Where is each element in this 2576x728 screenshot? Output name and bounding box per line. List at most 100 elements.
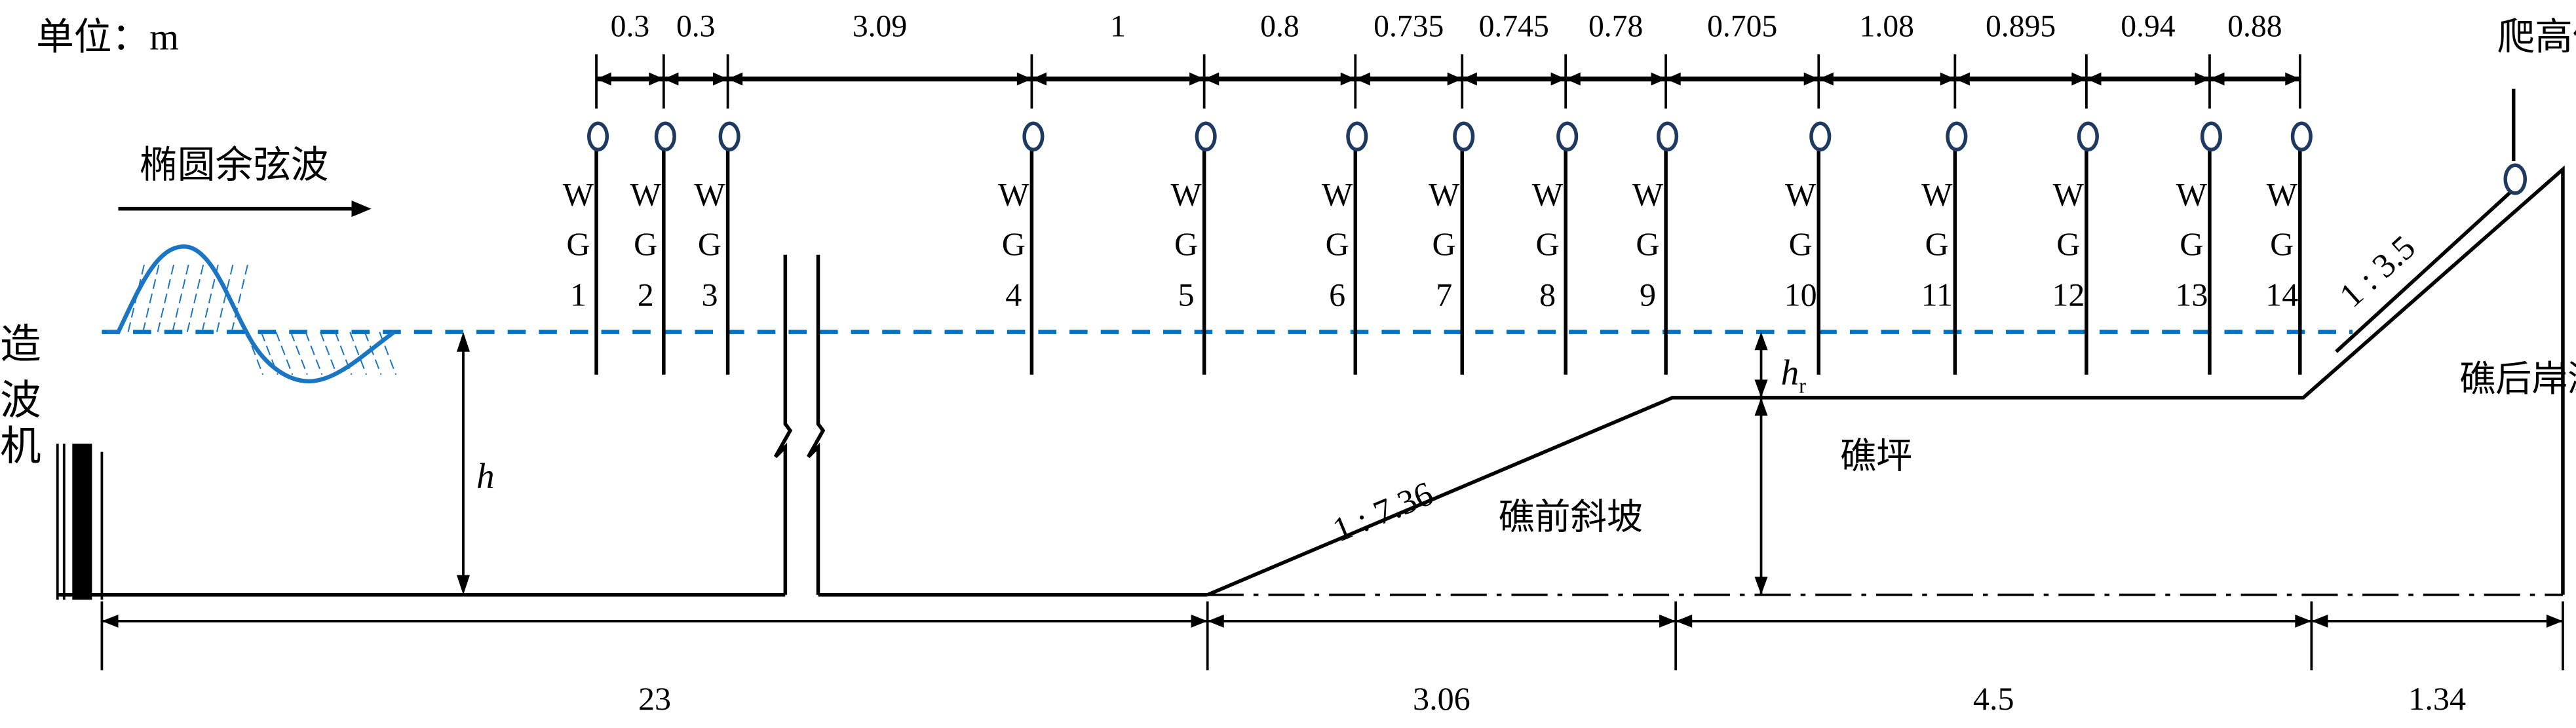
gauge-circle-icon [2200,121,2222,152]
wave-gauges: WG1WG2WG3WG4WG5WG6WG7WG8WG9WG10WG11WG12W… [563,121,2313,375]
gauge-number: 3 [701,277,718,313]
gauge-label-g: G [2270,225,2294,262]
gauge-label-w: W [630,176,662,213]
gauge-label-w: W [694,176,725,213]
section-length: 3.06 [1413,680,1471,717]
gauge-label-w: W [1632,176,1664,213]
gauge-label-g: G [2180,225,2203,262]
runup-gauge-circle-icon [2503,163,2528,195]
spacing-dimension: 0.8 [1204,9,1356,86]
reef-profile [1206,165,2565,597]
gauge-label-g: G [1002,225,1026,262]
gauge-number: 7 [1436,277,1452,313]
gauge-circle-icon [1346,121,1368,152]
gauge-label-w: W [1532,176,1564,213]
runup-gauge-wire [2335,191,2512,353]
spacing-dimension: 0.88 [2209,9,2300,86]
unit-label: 单位：m [36,16,179,58]
gauge-circle-icon [1657,121,1679,152]
wave-gauge: WG 1 [563,121,609,375]
section-dimension: 1.34 [2311,614,2563,717]
gauge-circle-icon [1195,121,1217,152]
spacing-dimension: 0.895 [1955,9,2086,86]
propagation-arrow [118,201,372,218]
spacing-value: 0.8 [1260,9,1299,43]
gauge-number: 10 [1784,277,1817,313]
section-dimension: 23 [102,614,1208,717]
gauge-label-w: W [998,176,1029,213]
spacing-value: 0.895 [1986,9,2056,43]
spacing-dimension: 0.735 [1355,9,1463,86]
spacing-value: 0.78 [1588,9,1643,43]
wave-maker-label-3: 机 [0,423,41,469]
gauge-number: 11 [1921,277,1953,313]
section-length: 1.34 [2408,680,2466,717]
spacing-value: 0.3 [676,9,716,43]
spacing-dimension: 0.3 [663,9,728,86]
spacing-dimension: 1 [1031,9,1204,86]
bottom-dimensions: 23 3.06 4.5 1.34 [100,601,2564,717]
cnoidal-wave-shape [106,244,397,384]
wave-maker: 造 波 机 [0,322,104,600]
wave-gauge: WG6 [1322,121,1368,375]
gauge-label-g: G [1536,225,1560,262]
spacing-dimension: 0.745 [1462,9,1566,86]
spacing-dimension: 0.94 [2086,9,2210,86]
spacing-dimension: 3.09 [727,9,1032,86]
wave-type-label: 椭圆余弦波 [140,145,328,186]
wave-gauge: WG 10 [1784,121,1832,375]
spacing-dimension: 1.08 [1818,9,1955,86]
wave-gauge: WG7 [1429,121,1475,375]
gauge-label-g: G [2056,225,2080,262]
spacing-value: 0.735 [1374,9,1444,43]
gauge-label-w: W [1170,176,1202,213]
spacing-value: 0.745 [1479,9,1549,43]
gauge-label-g: G [1789,225,1813,262]
gauge-label-w: W [1322,176,1353,213]
gauge-label-w: W [1785,176,1817,213]
section-length: 23 [638,680,671,717]
wave-gauge: WG2 [630,121,676,375]
gauge-label-w: W [563,176,594,213]
gauge-number: 9 [1640,277,1656,313]
gauge-label-w: W [2053,176,2085,213]
runup-gauge [2503,88,2528,195]
wave-gauge: WG9 [1632,121,1679,375]
gauge-number: 8 [1539,277,1556,313]
gauge-number: 1 [570,277,586,313]
water-depth-label: h [476,456,495,496]
spacing-dimension: 0.3 [596,9,664,86]
runup-gauge-label: 爬高仪 [2497,16,2576,58]
gauge-label-g: G [634,225,657,262]
water-depth-arrow [456,332,471,595]
fore-reef-slope-ratio: 1 : 7.36 [1328,474,1438,550]
gauge-label-g: G [1925,225,1949,262]
spacing-value: 0.3 [611,9,650,43]
section-dimension: 3.06 [1207,614,1676,717]
gauge-circle-icon [2290,121,2313,152]
wave-gauge: WG 8 [1532,121,1579,375]
gauge-circle-icon [587,121,609,152]
gauge-label-w: W [1921,176,1953,213]
gauge-number: 4 [1005,277,1022,313]
spacing-value: 3.09 [853,9,907,43]
back-beach-label: 礁后岸滩 [2459,359,2576,399]
section-length: 4.5 [1973,680,2014,717]
gauge-label-g: G [1432,225,1456,262]
reef-flat-label: 礁坪 [1840,436,1912,476]
wave-gauge: WG5 [1170,121,1217,375]
gauge-number: 6 [1329,277,1345,313]
spacing-value: 0.88 [2227,9,2282,43]
gauge-circle-icon [1809,121,1832,152]
fore-reef-slope-label: 礁前斜坡 [1498,497,1643,537]
gauge-label-g: G [566,225,590,262]
gauge-circle-icon [1022,121,1045,152]
reef-depth-arrow [1754,332,1768,595]
spacing-value: 0.94 [2121,9,2176,43]
